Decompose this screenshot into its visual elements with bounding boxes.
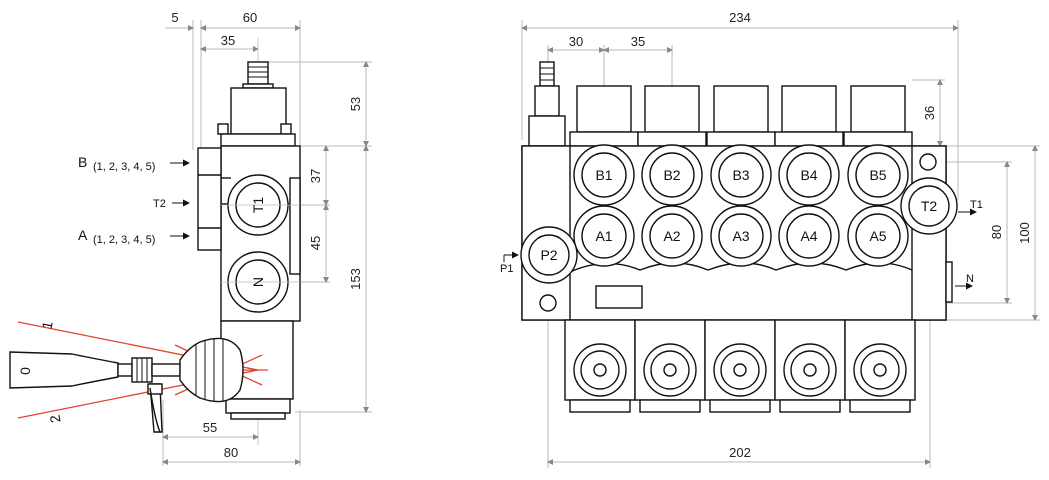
label-p1: P1	[500, 263, 513, 275]
label-b-main: B	[78, 154, 87, 170]
dim-80: 80	[224, 445, 238, 460]
side-view: 5 60 35 53 37 45 153 55 80	[9, 10, 372, 466]
side-port-labels: B (1, 2, 3, 4, 5) T2 A (1, 2, 3, 4, 5)	[78, 154, 190, 246]
dim-60: 60	[243, 10, 257, 25]
front-bottom-blocks	[564, 319, 916, 413]
label-a-main: A	[78, 227, 88, 243]
label-b-sub: (1, 2, 3, 4, 5)	[93, 161, 155, 173]
front-view: 234 30 35 36 80 100 202	[500, 10, 1040, 468]
port-b5-label: B5	[869, 167, 886, 183]
front-ports-b	[573, 144, 909, 206]
port-t2-label: T2	[921, 198, 938, 214]
port-a2-label: A2	[663, 228, 680, 244]
port-a1-label: A1	[595, 228, 612, 244]
label-t2: T2	[153, 198, 166, 210]
dim-35: 35	[221, 33, 235, 48]
dim-202: 202	[729, 445, 751, 460]
dim-36: 36	[922, 106, 937, 120]
dim-153: 153	[348, 268, 363, 290]
dim-55: 55	[203, 420, 217, 435]
dim-100: 100	[1017, 222, 1032, 244]
dim-234: 234	[729, 10, 751, 25]
port-a5-label: A5	[869, 228, 886, 244]
side-dimension-labels: 5 60 35 53 37 45 153 55 80	[171, 10, 363, 460]
dim-80-front: 80	[989, 225, 1004, 239]
dim-35-front: 35	[631, 34, 645, 49]
port-p2-label: P2	[540, 247, 557, 263]
port-a3-label: A3	[732, 228, 749, 244]
dim-30: 30	[569, 34, 583, 49]
lever-position-1: 1	[39, 320, 56, 331]
front-port-labels: B1 B2 B3 B4 B5 A1 A2 A3 A4 A5 P2 T2	[540, 167, 937, 263]
side-body	[197, 61, 301, 420]
label-n: N	[966, 273, 974, 285]
front-top-caps	[528, 61, 913, 147]
port-b2-label: B2	[663, 167, 680, 183]
front-ports-a	[573, 205, 909, 267]
port-b1-label: B1	[595, 167, 612, 183]
dim-5: 5	[171, 10, 178, 25]
label-a-sub: (1, 2, 3, 4, 5)	[93, 234, 155, 246]
label-t1: T1	[970, 199, 983, 211]
front-flow-labels: P1 T1 N	[500, 199, 983, 290]
dim-45: 45	[308, 236, 323, 250]
side-port-n-label: N	[250, 277, 266, 287]
lever-assembly	[9, 321, 268, 433]
front-dimension-labels: 234 30 35 36 80 100 202	[569, 10, 1032, 460]
lever-position-0: 0	[17, 367, 33, 375]
lever-position-2: 2	[46, 413, 63, 424]
port-b4-label: B4	[800, 167, 817, 183]
side-port-t1-label: T1	[250, 197, 266, 214]
dim-37: 37	[308, 169, 323, 183]
dim-53: 53	[348, 97, 363, 111]
port-a4-label: A4	[800, 228, 817, 244]
port-b3-label: B3	[732, 167, 749, 183]
